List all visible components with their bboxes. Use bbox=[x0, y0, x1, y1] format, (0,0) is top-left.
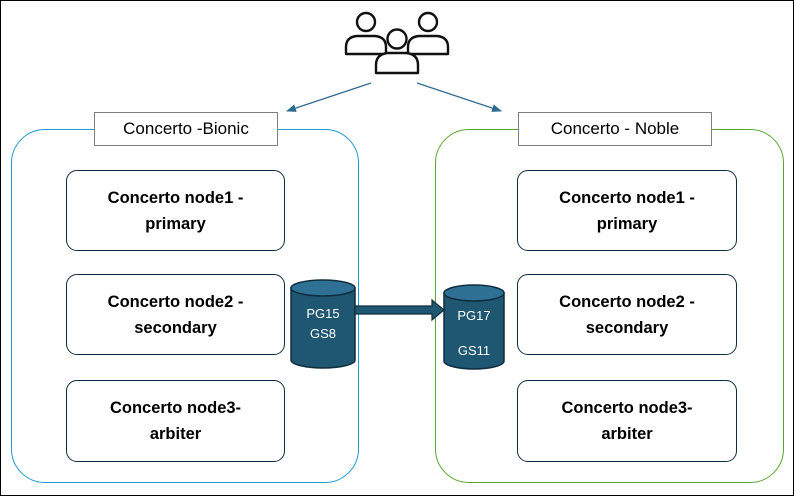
users-to-noble-arrow bbox=[416, 82, 502, 112]
cluster-bionic-label: Concerto -Bionic bbox=[94, 112, 278, 146]
noble-node3-line2: arbiter bbox=[601, 425, 653, 443]
users-group-icon bbox=[344, 11, 450, 75]
noble-node2: Concerto node2 - secondary bbox=[517, 274, 737, 355]
noble-node2-line2: secondary bbox=[585, 318, 669, 337]
bionic-node3-line2: arbiter bbox=[149, 425, 202, 443]
noble-db-gs: GS11 bbox=[457, 343, 491, 358]
noble-node1-line2: primary bbox=[596, 214, 658, 233]
bionic-node1-line2: primary bbox=[145, 214, 206, 233]
bionic-db-version: PG15 bbox=[306, 306, 340, 321]
users-to-bionic-arrow bbox=[286, 82, 372, 112]
noble-node2-line1: Concerto node2 - bbox=[559, 292, 695, 311]
cluster-noble-label: Concerto - Noble bbox=[518, 112, 712, 146]
noble-node1: Concerto node1 - primary bbox=[517, 170, 737, 251]
bionic-node3: Concerto node3- arbiter bbox=[66, 380, 285, 462]
noble-node1-line1: Concerto node1 - bbox=[559, 188, 695, 207]
noble-node3: Concerto node3- arbiter bbox=[517, 380, 737, 462]
noble-database-icon bbox=[443, 284, 505, 370]
bionic-node1: Concerto node1 - primary bbox=[66, 170, 285, 251]
bionic-node2-line2: secondary bbox=[134, 318, 217, 337]
bionic-node3-line1: Concerto node3- bbox=[109, 399, 242, 417]
replication-arrow bbox=[354, 298, 445, 322]
bionic-node2: Concerto node2 - secondary bbox=[66, 274, 285, 355]
noble-node3-line1: Concerto node3- bbox=[561, 399, 693, 417]
bionic-node2-line1: Concerto node2 - bbox=[107, 292, 244, 311]
noble-db-version: PG17 bbox=[457, 308, 491, 323]
bionic-db-gs: GS8 bbox=[309, 326, 336, 341]
bionic-database-icon bbox=[290, 279, 356, 369]
bionic-node1-line1: Concerto node1 - bbox=[107, 188, 244, 207]
